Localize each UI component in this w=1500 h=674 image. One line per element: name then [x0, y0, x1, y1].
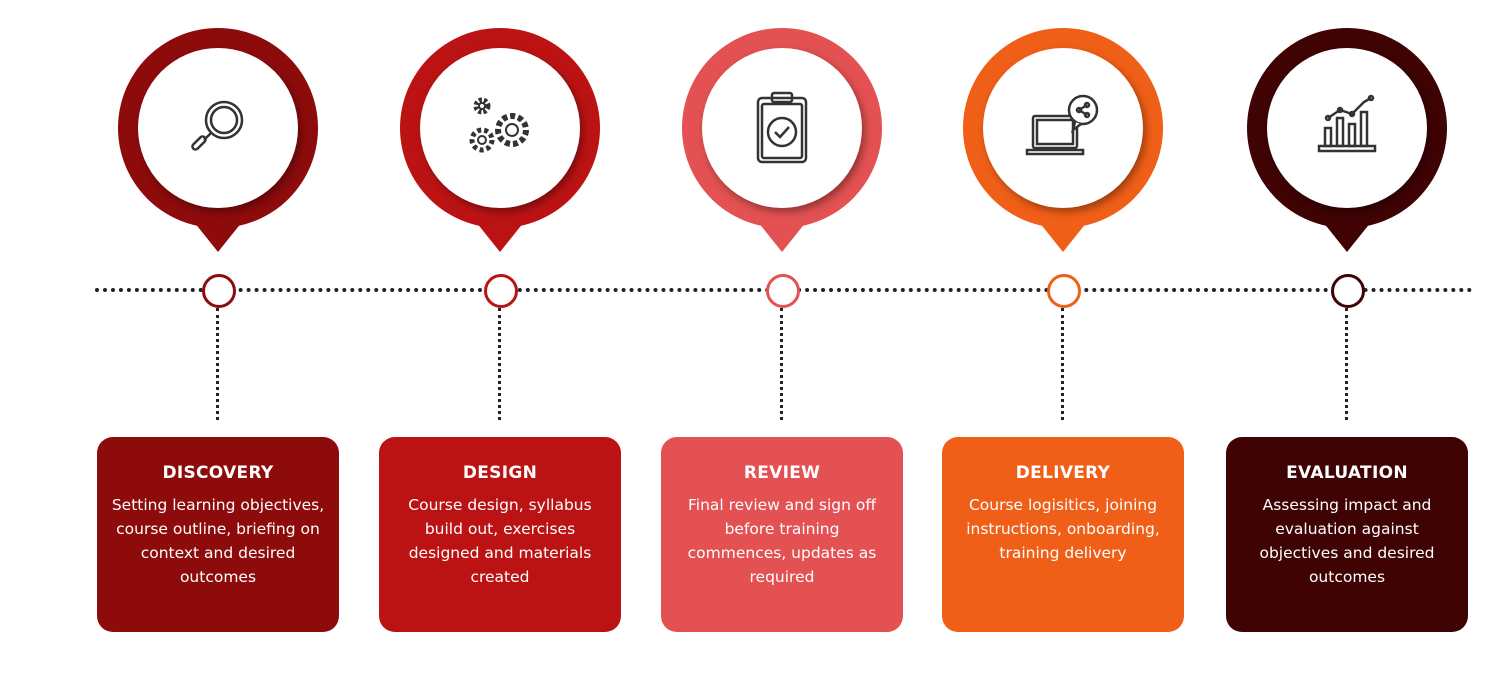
step-card: EVALUATION Assessing impact and evaluati…	[1226, 437, 1468, 632]
step-delivery: DELIVERY Course logisitics, joining inst…	[913, 0, 1213, 674]
connector-line	[1345, 308, 1348, 420]
timeline-node	[1331, 274, 1365, 308]
step-discovery: DISCOVERY Setting learning objectives, c…	[68, 0, 368, 674]
step-description: Course logisitics, joining instructions,…	[966, 496, 1160, 562]
step-card: DESIGN Course design, syllabus build out…	[379, 437, 621, 632]
step-title: DISCOVERY	[162, 463, 274, 483]
step-card: DISCOVERY Setting learning objectives, c…	[97, 437, 339, 632]
step-card: DELIVERY Course logisitics, joining inst…	[942, 437, 1184, 632]
clipboard-check-icon	[702, 48, 862, 208]
step-description: Setting learning objectives, course outl…	[111, 496, 325, 586]
timeline-node	[766, 274, 800, 308]
step-title: EVALUATION	[1286, 463, 1408, 483]
step-evaluation: EVALUATION Assessing impact and evaluati…	[1197, 0, 1497, 674]
step-title: DELIVERY	[1015, 463, 1111, 483]
bar-chart-icon	[1267, 48, 1427, 208]
step-card: REVIEW Final review and sign off before …	[661, 437, 903, 632]
step-design: DESIGN Course design, syllabus build out…	[350, 0, 650, 674]
gears-icon	[420, 48, 580, 208]
magnifier-icon	[138, 48, 298, 208]
step-description: Assessing impact and evaluation against …	[1259, 496, 1435, 586]
step-description: Final review and sign off before trainin…	[687, 496, 877, 586]
step-description: Course design, syllabus build out, exerc…	[408, 496, 592, 586]
connector-line	[1061, 308, 1064, 420]
connector-line	[498, 308, 501, 420]
laptop-share-icon	[983, 48, 1143, 208]
timeline-node	[202, 274, 236, 308]
timeline-node	[484, 274, 518, 308]
step-title: DESIGN	[462, 463, 538, 483]
step-title: REVIEW	[743, 463, 821, 483]
step-review: REVIEW Final review and sign off before …	[632, 0, 932, 674]
connector-line	[216, 308, 219, 420]
timeline-node	[1047, 274, 1081, 308]
connector-line	[780, 308, 783, 420]
